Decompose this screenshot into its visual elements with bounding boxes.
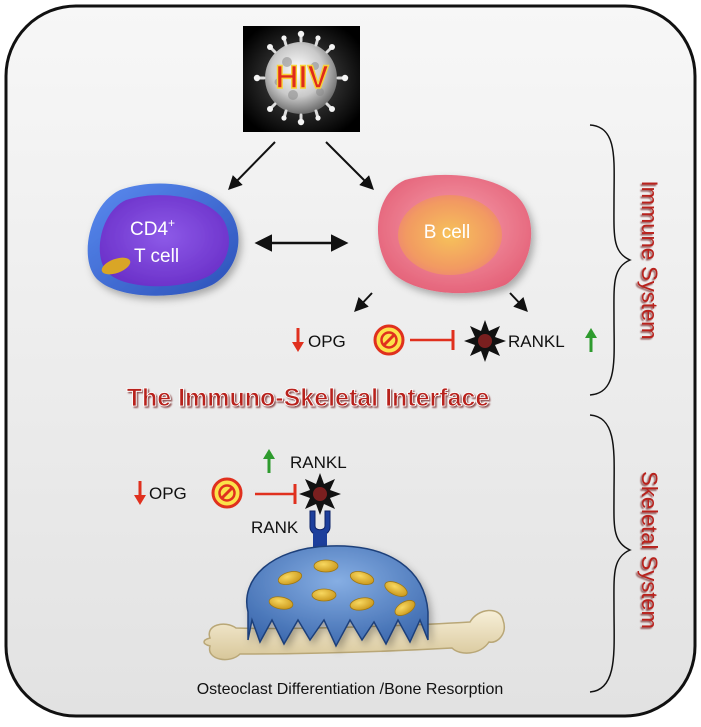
arrow-bcell-to-opg	[354, 292, 373, 313]
t-cell	[87, 183, 239, 296]
caption: Osteoclast Differentiation /Bone Resorpt…	[197, 681, 504, 698]
inhibition-bar-icon	[410, 330, 455, 350]
osteoclast	[246, 545, 429, 648]
t-cell-label-line1: CD4+	[130, 216, 175, 240]
down-arrow-icon	[134, 481, 146, 505]
inhibition-bar-icon	[255, 484, 297, 504]
hiv-virus: HIV	[243, 26, 360, 132]
immune-opg-label: OPG	[308, 332, 346, 351]
prohibition-icon	[211, 477, 243, 509]
immune-signaling: OPG RANKL	[292, 320, 597, 362]
rankl-star-icon	[464, 320, 506, 362]
t-cell-nucleus	[101, 257, 131, 275]
virus-label: HIV	[275, 59, 329, 95]
down-arrow-icon	[292, 328, 304, 352]
interface-title: The Immuno-Skeletal Interface	[127, 384, 490, 412]
osteoclast-nuclei	[268, 559, 416, 616]
skeletal-signaling: RANKL OPG RANK	[134, 449, 347, 547]
arrow-bcell-to-rankl	[509, 292, 528, 313]
immune-rankl-label: RANKL	[508, 332, 565, 351]
arrow-hiv-to-tcell	[228, 141, 276, 191]
up-arrow-icon	[585, 328, 597, 352]
b-cell	[377, 174, 532, 294]
b-cell-nucleus	[398, 195, 502, 275]
virus-icon	[253, 30, 349, 126]
b-cell-label: B cell	[424, 222, 470, 243]
skeletal-rankl-label: RANKL	[290, 453, 347, 472]
immune-system-label: Immune System	[637, 181, 662, 340]
skeletal-system-label: Skeletal System	[637, 471, 662, 629]
immune-bracket	[589, 124, 632, 396]
figure-panel	[4, 4, 697, 718]
arrow-hiv-to-bcell	[325, 141, 374, 190]
skeletal-bracket	[589, 414, 632, 693]
skeletal-rank-label: RANK	[251, 518, 299, 537]
skeletal-opg-label: OPG	[149, 484, 187, 503]
rank-receptor	[309, 510, 331, 547]
rankl-star-icon	[299, 473, 341, 515]
prohibition-icon	[373, 324, 405, 356]
t-cell-label-line2: T cell	[134, 246, 179, 267]
up-arrow-icon	[263, 449, 275, 473]
